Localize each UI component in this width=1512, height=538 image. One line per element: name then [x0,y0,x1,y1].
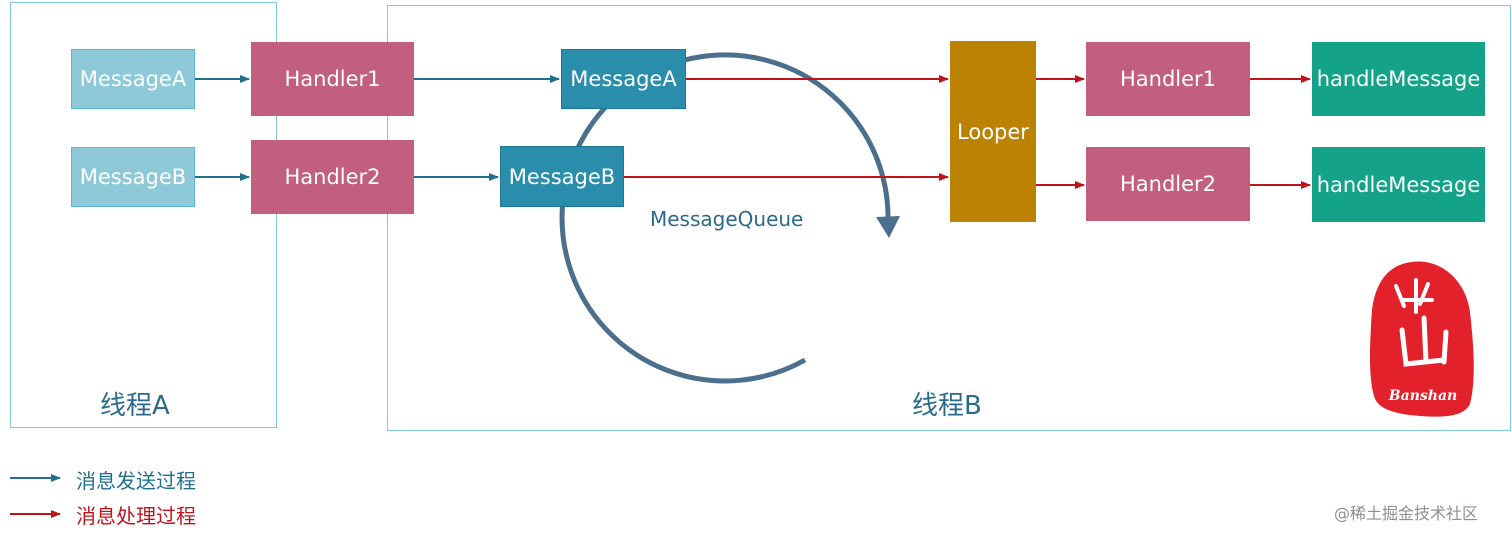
legend-process-label: 消息处理过程 [76,504,196,528]
thread-a-message-b: MessageB [71,147,195,207]
watermark: @稀土掘金技术社区 [1334,504,1479,523]
looper-box: Looper [950,41,1036,222]
thread-a-handler-2: Handler2 [251,140,414,214]
thread-a-label: 线程A [100,391,170,421]
message-queue-circle [559,52,891,384]
thread-a-message-a: MessageA [71,49,195,109]
thread-b-handler-1: Handler1 [1086,42,1250,116]
thread-a-handler-1: Handler1 [251,42,414,116]
queue-message-a: MessageA [561,49,686,109]
message-queue-arrowhead [876,216,900,238]
seal-stamp-icon: Banshan [1370,261,1474,417]
legend-send-label: 消息发送过程 [76,469,196,493]
queue-message-b: MessageB [500,146,624,207]
seal-text: Banshan [1388,388,1457,404]
thread-b-frame [387,5,1511,431]
handle-message-2: handleMessage [1312,147,1485,222]
thread-b-handler-2: Handler2 [1086,147,1250,221]
thread-a-frame [10,2,277,428]
thread-b-label: 线程B [912,391,982,421]
handle-message-1: handleMessage [1312,42,1485,116]
message-queue-label: MessageQueue [650,207,804,231]
